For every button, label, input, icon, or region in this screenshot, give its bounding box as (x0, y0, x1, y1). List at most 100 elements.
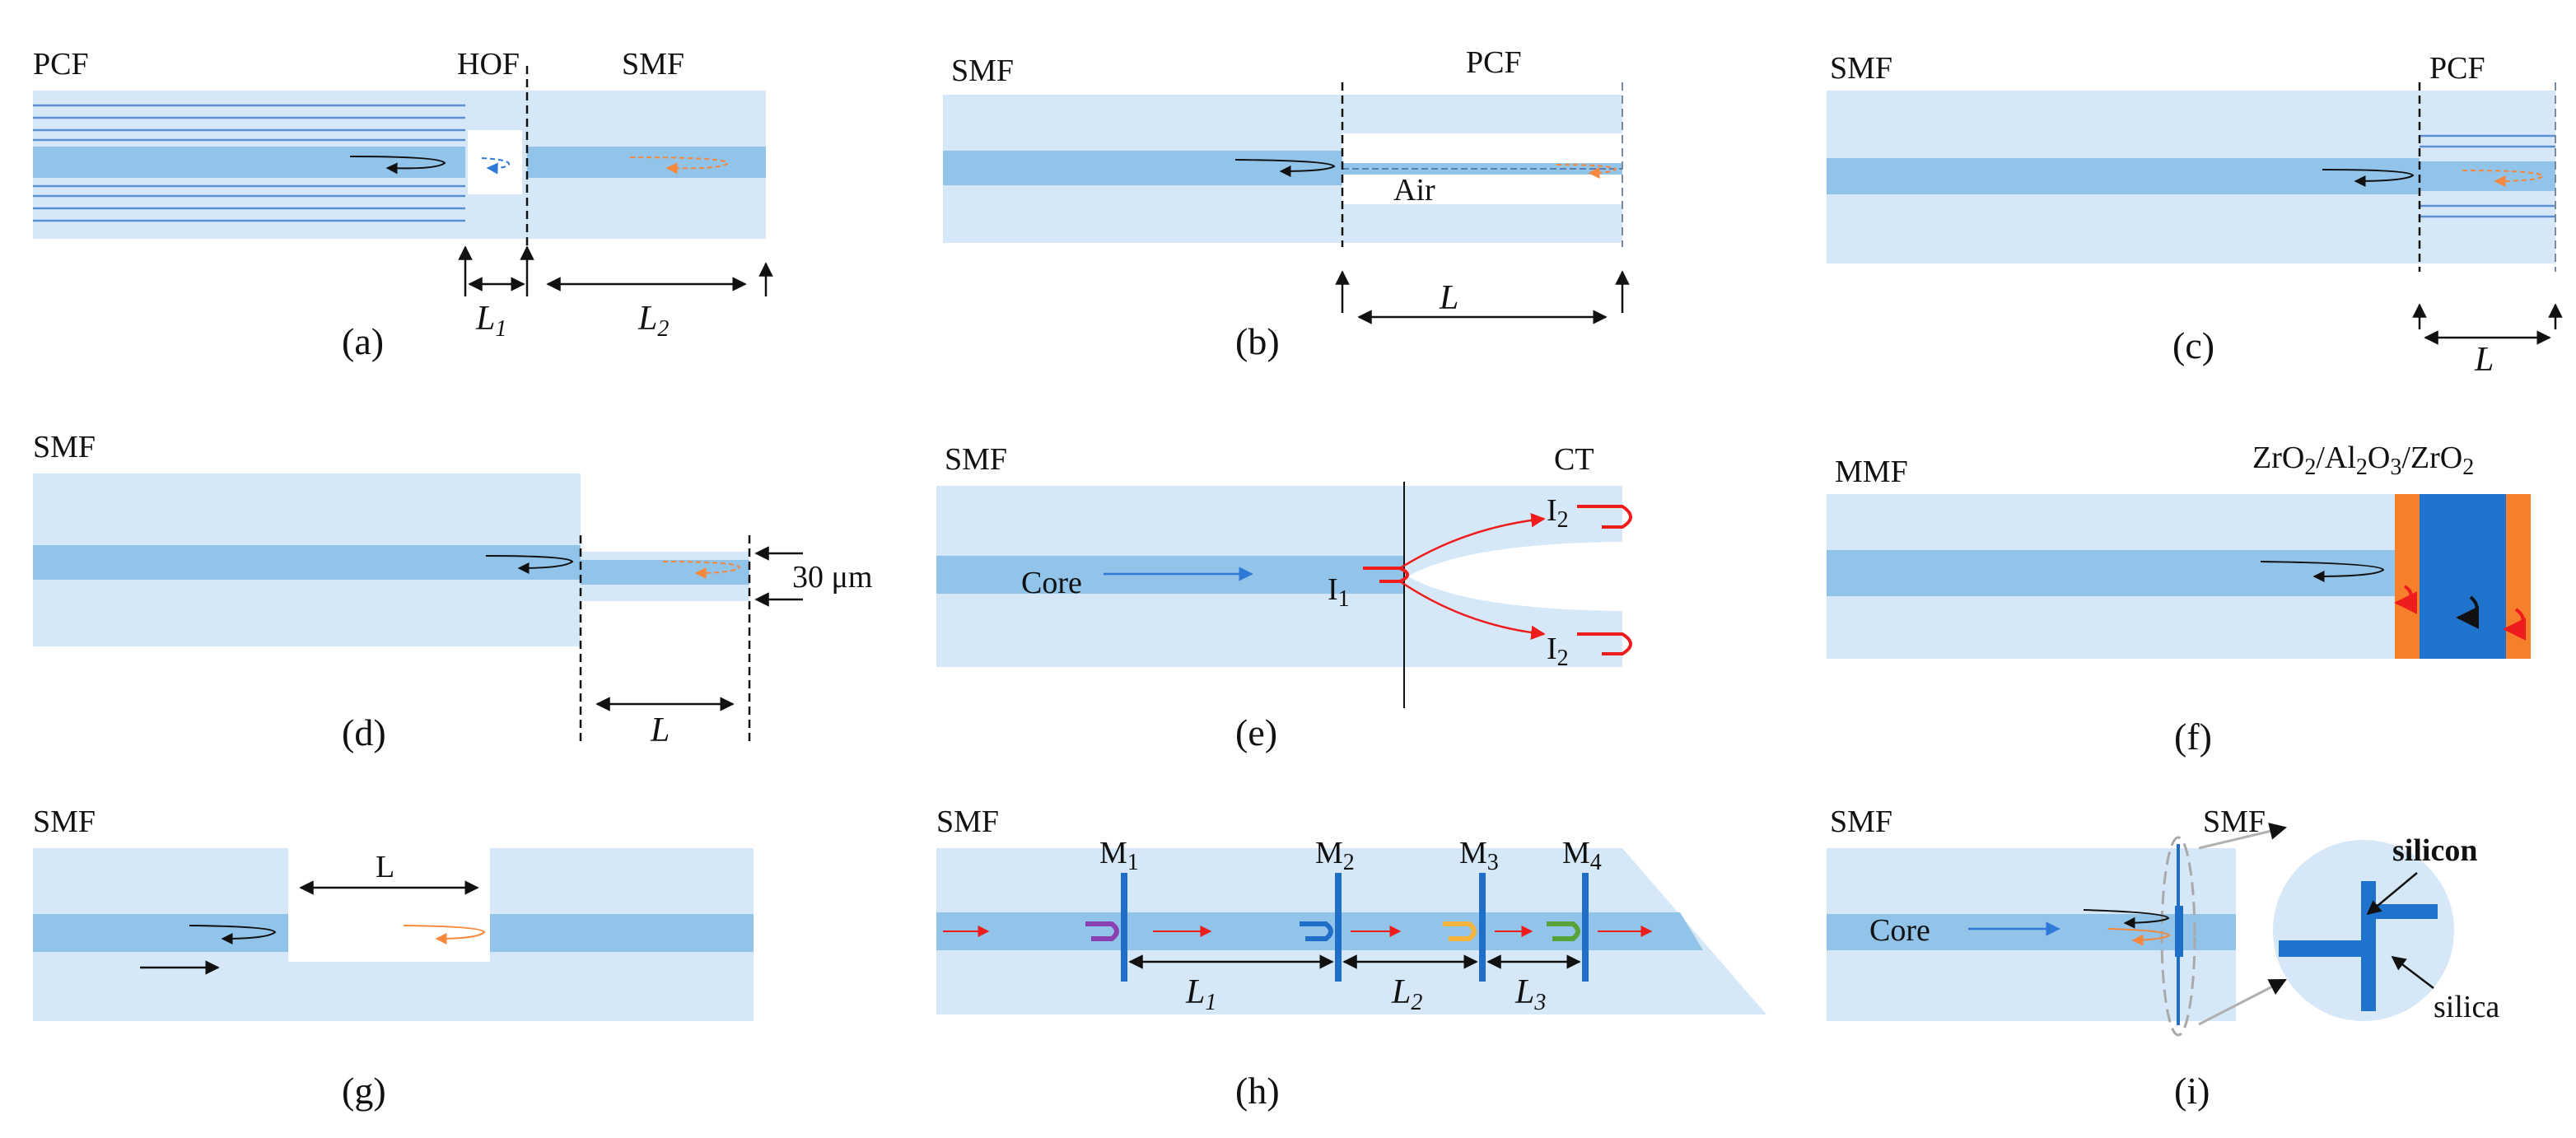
reflection-arrow-black (1234, 159, 1336, 177)
label-coating: ZrO2/Al2O3/ZrO2 (2252, 441, 2474, 480)
panel-i: SMF SMF Core silicon silica (i) (1827, 805, 2499, 1112)
zoom-silicon-vertical (2361, 881, 2376, 1011)
label-i2-top: I2 (1547, 493, 1569, 533)
smf-core-left (33, 914, 288, 952)
reflection-i2-top (1577, 505, 1632, 529)
air-cavity-bottom (288, 962, 490, 1021)
label-smf-right: SMF (2203, 805, 2266, 839)
reflection-purple (1085, 921, 1119, 941)
label-l3: L3 (1514, 973, 1546, 1015)
label-l1: L1 (475, 300, 506, 342)
reflection-green (1547, 921, 1580, 941)
caption-a: (a) (342, 320, 384, 362)
label-l: L (2474, 341, 2494, 379)
pcf-air-holes (33, 104, 465, 222)
label-m1: M1 (1099, 836, 1139, 875)
label-smf: SMF (622, 47, 684, 82)
label-pcf: PCF (2429, 51, 2485, 86)
label-smf: SMF (945, 442, 1007, 477)
reflection-black-2 (2456, 595, 2480, 629)
label-silicon: silicon (2392, 833, 2477, 868)
label-smf: SMF (1830, 51, 1892, 86)
hof-air-core (468, 130, 522, 194)
ray-down (1399, 580, 1546, 641)
caption-i: (i) (2174, 1070, 2210, 1112)
reflection-arrow-orange (2107, 928, 2171, 946)
reflection-yellow (1443, 921, 1477, 941)
zoom-silicon-horizontal (2279, 940, 2376, 957)
mirror-silicon (2175, 906, 2183, 957)
pcf-air-upper (1342, 133, 1622, 163)
label-core: Core (1869, 913, 1930, 948)
reflection-arrow-blue (481, 157, 511, 175)
caption-g: (g) (342, 1070, 386, 1112)
label-pcf: PCF (33, 47, 89, 82)
reflection-arrow-orange (1556, 164, 1617, 179)
label-l: L (376, 850, 394, 884)
smf-core (943, 151, 1342, 185)
smf-core-right (490, 914, 754, 952)
reflection-arrow-black (485, 555, 574, 574)
zoom-line-top (2198, 823, 2288, 850)
smf-core-right (2185, 914, 2236, 950)
label-mmf: MMF (1835, 455, 1908, 489)
label-smf: SMF (951, 54, 1014, 88)
pointer-silica (2391, 955, 2434, 989)
pcf-core (33, 147, 465, 178)
mirrors (1121, 873, 1589, 982)
panel-f: MMF ZrO2/Al2O3/ZrO2 (f) (1827, 441, 2531, 758)
zoom-line-bottom (2198, 978, 2287, 1026)
coating-zro2-right (2506, 494, 2531, 659)
label-l: L (650, 711, 670, 749)
panel-d: SMF 30 μm L (d) (33, 430, 872, 753)
cone-taper (1404, 486, 1622, 667)
smf-core (936, 912, 1703, 950)
label-i2-bottom: I2 (1547, 632, 1569, 671)
label-silica: silica (2434, 990, 2499, 1024)
caption-h: (h) (1235, 1070, 1280, 1112)
caption-b: (b) (1235, 320, 1280, 362)
coating-zro2-left (2395, 494, 2420, 659)
micro-fiber-core (581, 560, 749, 585)
reflection-arrow-orange (2462, 170, 2545, 187)
ray-up (1399, 512, 1546, 570)
pointer-silicon (2366, 872, 2418, 916)
pcf-core (2420, 161, 2555, 191)
smf-core (33, 545, 581, 580)
pcf-air-lower (1342, 175, 1622, 204)
label-smf-left: SMF (1830, 805, 1892, 839)
label-smf: SMF (33, 805, 96, 839)
cone-cavity (1408, 542, 1622, 611)
label-i1: I1 (1328, 572, 1350, 612)
label-air: Air (1393, 173, 1435, 208)
label-m4: M4 (1562, 836, 1602, 875)
label-ct: CT (1554, 442, 1594, 477)
reflection-arrow-black (2083, 909, 2170, 929)
reflection-red-3 (2503, 608, 2527, 641)
label-width: 30 μm (792, 560, 872, 595)
smf-core (527, 147, 766, 178)
caption-e: (e) (1235, 711, 1277, 753)
mmf-core (1827, 550, 2395, 596)
label-pcf: PCF (1466, 45, 1522, 80)
reflection-arrow-black (2260, 561, 2385, 582)
reflection-arrow-black (2322, 169, 2415, 187)
caption-f: (f) (2174, 716, 2212, 758)
caption-c: (c) (2172, 324, 2214, 366)
reflection-arrow-black (349, 156, 446, 175)
reflection-arrow-orange (629, 156, 730, 175)
reflection-arrow-black (189, 925, 277, 944)
label-m2: M2 (1315, 836, 1355, 875)
label-l1: L1 (1185, 973, 1216, 1015)
panel-b: SMF PCF Air L (b) (943, 45, 1630, 362)
reflection-i2-bottom (1577, 632, 1632, 655)
panel-g: SMF L (g) (33, 805, 754, 1112)
zoom-ellipse (2160, 836, 2196, 1037)
reflection-arrow-orange (403, 925, 486, 944)
panel-h: SMF M1 M2 M3 M4 L1 L2 L3 (h) (936, 805, 1766, 1112)
pcf-air-holes (2420, 134, 2555, 218)
label-smf: SMF (936, 805, 999, 839)
label-m3: M3 (1459, 836, 1499, 875)
label-l2: L2 (1391, 973, 1422, 1015)
